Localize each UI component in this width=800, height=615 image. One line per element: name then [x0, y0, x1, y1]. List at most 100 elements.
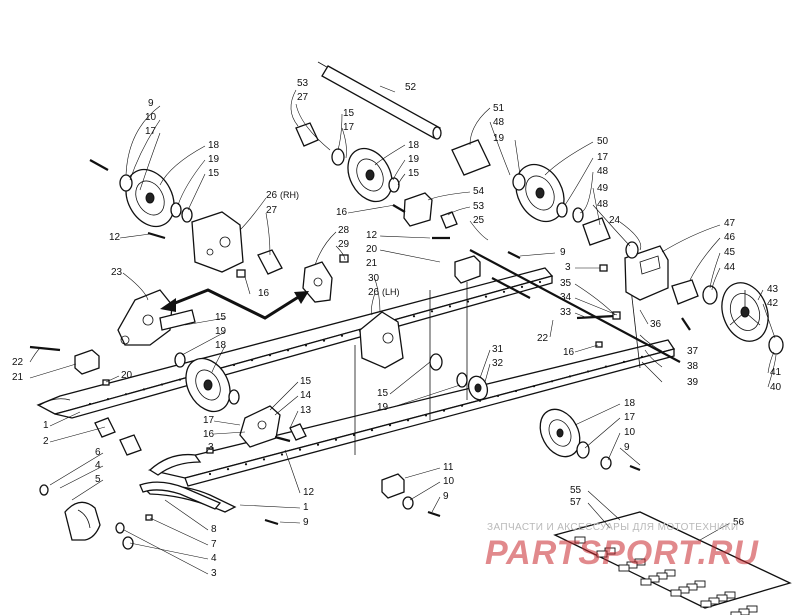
rail-hole [388, 424, 392, 427]
callout-29: 29 [338, 239, 350, 250]
callout-21: 21 [366, 258, 378, 269]
callout-22: 22 [537, 333, 549, 344]
callout-10: 10 [624, 427, 636, 438]
rail-hole [412, 315, 416, 318]
track-clip [730, 611, 742, 615]
callout-9: 9 [148, 98, 154, 109]
callout-46: 46 [724, 232, 736, 243]
callout-12: 12 [303, 487, 315, 498]
callout-52: 52 [405, 82, 417, 93]
callout-35: 35 [560, 278, 572, 289]
callout-20: 20 [121, 370, 133, 381]
rail-hole [442, 409, 446, 412]
rail-hole [322, 339, 326, 342]
rear-wheel-spoked [721, 282, 769, 342]
rail-hole [250, 359, 254, 362]
rail-hole [262, 458, 266, 461]
callout-55: 55 [570, 485, 582, 496]
callout-12: 12 [366, 230, 378, 241]
callout-17: 17 [203, 415, 215, 426]
rail-hole [280, 453, 284, 456]
callout-36: 36 [650, 319, 662, 330]
long-shaft [317, 61, 442, 140]
callout-17: 17 [624, 412, 636, 423]
callout-9: 9 [303, 517, 309, 528]
rail-hole [466, 300, 470, 303]
front-rail-bracket [64, 501, 101, 541]
watermark-text: ЗАПЧАСТИ И АКСЕССУАРЫ ДЛЯ МОТОТЕХНИКИ [487, 522, 739, 533]
callout-27: 27 [297, 92, 309, 103]
small-roller [467, 375, 489, 401]
washers [39, 148, 784, 550]
side-tag-rh: (RH) [280, 190, 299, 200]
idler-wheel-bottom [539, 408, 581, 458]
callout-16: 16 [563, 347, 575, 358]
track-clip [574, 536, 586, 544]
rail-hole [514, 389, 518, 393]
stop-block-front [74, 349, 100, 375]
callout-labels: 9 10 17 18 19 15 53 27 15 17 52 51 48 19… [12, 78, 782, 579]
nuts [102, 254, 621, 521]
bolts [29, 159, 691, 526]
callout-15: 15 [215, 312, 227, 323]
rear-axle-line [469, 249, 681, 363]
rail-hole [370, 429, 374, 432]
callout-27: 27 [266, 205, 278, 216]
rail-hole [124, 393, 128, 396]
callout-25: 25 [473, 215, 485, 226]
callout-53: 53 [473, 201, 485, 212]
callout-37: 37 [687, 346, 699, 357]
leader-lines [29, 85, 777, 575]
side-tag-ln: (LH) [382, 287, 400, 297]
callout-34: 34 [560, 292, 572, 303]
rail-hole [352, 433, 356, 437]
callout-9: 9 [624, 442, 630, 453]
callout-21: 21 [12, 372, 24, 383]
callout-16: 16 [336, 207, 348, 218]
callout-9: 9 [443, 491, 449, 502]
callout-18: 18 [208, 140, 220, 151]
callout-18: 18 [624, 398, 636, 409]
callout-41: 41 [770, 367, 782, 378]
callout-3: 3 [208, 442, 214, 453]
callout-19: 19 [215, 326, 227, 337]
shock-mount-bracket [302, 261, 333, 303]
rail-hole [334, 438, 338, 441]
front-arm-assembly [117, 289, 196, 346]
callout-3: 3 [565, 262, 571, 273]
adjuster-block [671, 279, 699, 305]
rail-hole [520, 285, 524, 288]
idler-wheel-top-middle [347, 147, 393, 203]
rail-hole [106, 398, 110, 401]
callout-19: 19 [493, 133, 505, 144]
rail-hole [640, 355, 644, 358]
callout-45: 45 [724, 247, 736, 258]
callout-15: 15 [300, 376, 312, 387]
callout-49: 49 [597, 183, 609, 194]
callout-22: 22 [12, 357, 24, 368]
callout-4: 4 [95, 460, 101, 471]
callout-18: 18 [408, 140, 420, 151]
watermark-logo: PARTSPORT.RU [485, 534, 759, 572]
callout-31: 31 [492, 344, 504, 355]
upper-bracket-block [403, 192, 433, 227]
callout-43: 43 [767, 284, 779, 295]
rail-hole [430, 310, 434, 313]
callout-1: 1 [303, 502, 309, 513]
rail-hole [286, 349, 290, 352]
callout-6: 6 [95, 447, 101, 458]
callout-18: 18 [215, 340, 227, 351]
callout-10: 10 [145, 112, 157, 123]
idler-wheel-top-right [515, 163, 565, 223]
callout-1: 1 [43, 420, 49, 431]
callout-50: 50 [597, 136, 609, 147]
callout-56: 56 [733, 517, 745, 528]
callout-33: 33 [560, 307, 572, 318]
rear-arm-bracket-lh [359, 311, 404, 369]
callout-47: 47 [724, 218, 736, 229]
callout-42: 42 [767, 298, 779, 309]
track-clip [640, 578, 652, 586]
rail-hole [496, 394, 500, 397]
rail-hole [208, 472, 212, 476]
